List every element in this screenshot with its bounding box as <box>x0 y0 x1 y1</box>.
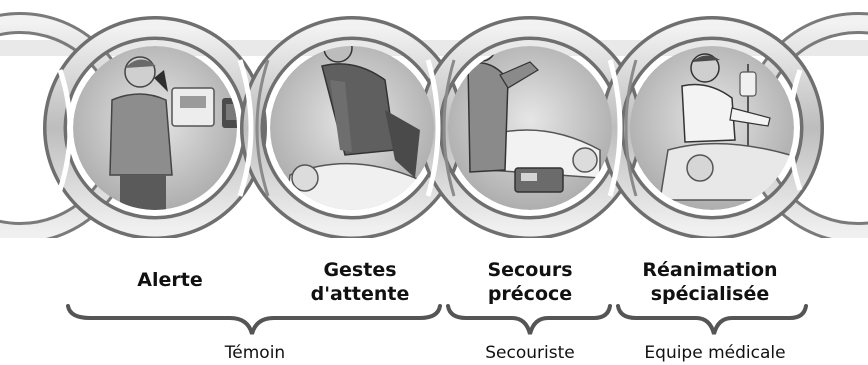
group-label-secouriste: Secouriste <box>470 343 590 363</box>
step-label-secours-precoce: Secours précoce <box>465 258 595 306</box>
brace-equipe-medicale <box>618 306 806 334</box>
step-label-reanimation-specialisee: Réanimation spécialisée <box>615 258 805 306</box>
grouping-braces <box>0 300 868 344</box>
chain-of-survival-graphic <box>0 0 868 250</box>
brace-temoin <box>68 306 440 334</box>
brace-secouriste <box>448 306 610 334</box>
scene-reanimation-specialisee <box>630 46 794 210</box>
step-label-gestes-attente: Gestes d'attente <box>295 258 425 306</box>
group-label-equipe-medicale: Equipe médicale <box>620 343 810 363</box>
group-label-temoin: Témoin <box>200 343 310 363</box>
step-label-alerte: Alerte <box>110 268 230 292</box>
